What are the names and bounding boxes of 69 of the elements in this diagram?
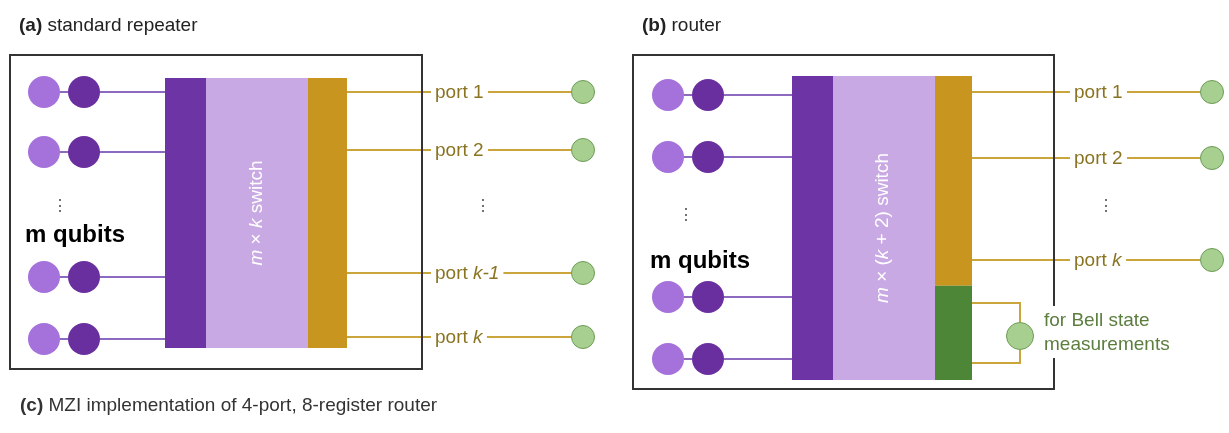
connector-line [1125, 157, 1201, 159]
connector-line [99, 338, 166, 340]
connector-line [346, 149, 432, 151]
connector-line [971, 91, 1071, 93]
connector-line [59, 151, 69, 153]
connector-line [683, 94, 693, 96]
connector-line [59, 276, 69, 278]
connector-line [99, 151, 166, 153]
qubit-circle [692, 343, 724, 375]
panel-title: (b) router [642, 14, 722, 36]
qubits-label: m qubits [650, 246, 750, 274]
panel-title: (a) standard repeater [19, 14, 198, 36]
connector-line [486, 149, 572, 151]
connector-line [1124, 259, 1201, 261]
node-circle [1200, 248, 1224, 272]
node-circle [1200, 146, 1224, 170]
qubit-circle [68, 76, 100, 108]
connector-line [723, 358, 793, 360]
qubit-circle [692, 281, 724, 313]
connector-line [99, 91, 166, 93]
connector-line [971, 349, 1021, 364]
connector-line [59, 91, 69, 93]
connector-line [683, 296, 693, 298]
ellipsis: ⋮ [475, 196, 491, 215]
connector-line [485, 336, 572, 338]
qubit-circle [692, 79, 724, 111]
switch-block [165, 78, 347, 348]
connector-line [971, 302, 1021, 323]
ellipsis: ⋮ [1098, 196, 1114, 215]
node-circle [571, 325, 595, 349]
qubit-circle [652, 343, 684, 375]
qubit-circle [68, 261, 100, 293]
connector-line [99, 276, 166, 278]
qubit-circle [28, 323, 60, 355]
switch-block [792, 76, 972, 380]
qubit-circle [68, 323, 100, 355]
node-circle [1006, 322, 1034, 350]
qubit-circle [68, 136, 100, 168]
connector-line [59, 338, 69, 340]
node-circle [571, 80, 595, 104]
connector-line [683, 156, 693, 158]
switch-label: m × k switch [245, 160, 267, 266]
connector-line [502, 272, 572, 274]
connector-line [346, 336, 432, 338]
switch-label: m × (k + 2) switch [871, 153, 893, 303]
connector-line [486, 91, 572, 93]
connector-line [346, 91, 432, 93]
node-circle [571, 261, 595, 285]
qubit-circle [28, 136, 60, 168]
node-circle [1200, 80, 1224, 104]
connector-line [346, 272, 432, 274]
qubit-circle [692, 141, 724, 173]
ellipsis: ⋮ [678, 205, 694, 224]
connector-line [723, 296, 793, 298]
panel-title: (c) MZI implementation of 4-port, 8-register router [20, 394, 438, 416]
qubit-circle [652, 79, 684, 111]
connector-line [971, 259, 1071, 261]
qubit-circle [652, 281, 684, 313]
connector-line [1125, 91, 1201, 93]
qubit-circle [28, 261, 60, 293]
connector-line [683, 358, 693, 360]
node-circle [571, 138, 595, 162]
qubit-circle [652, 141, 684, 173]
connector-line [723, 156, 793, 158]
qubits-label: m qubits [25, 220, 125, 248]
connector-line [723, 94, 793, 96]
qubit-circle [28, 76, 60, 108]
connector-line [971, 157, 1071, 159]
ellipsis: ⋮ [52, 196, 68, 215]
